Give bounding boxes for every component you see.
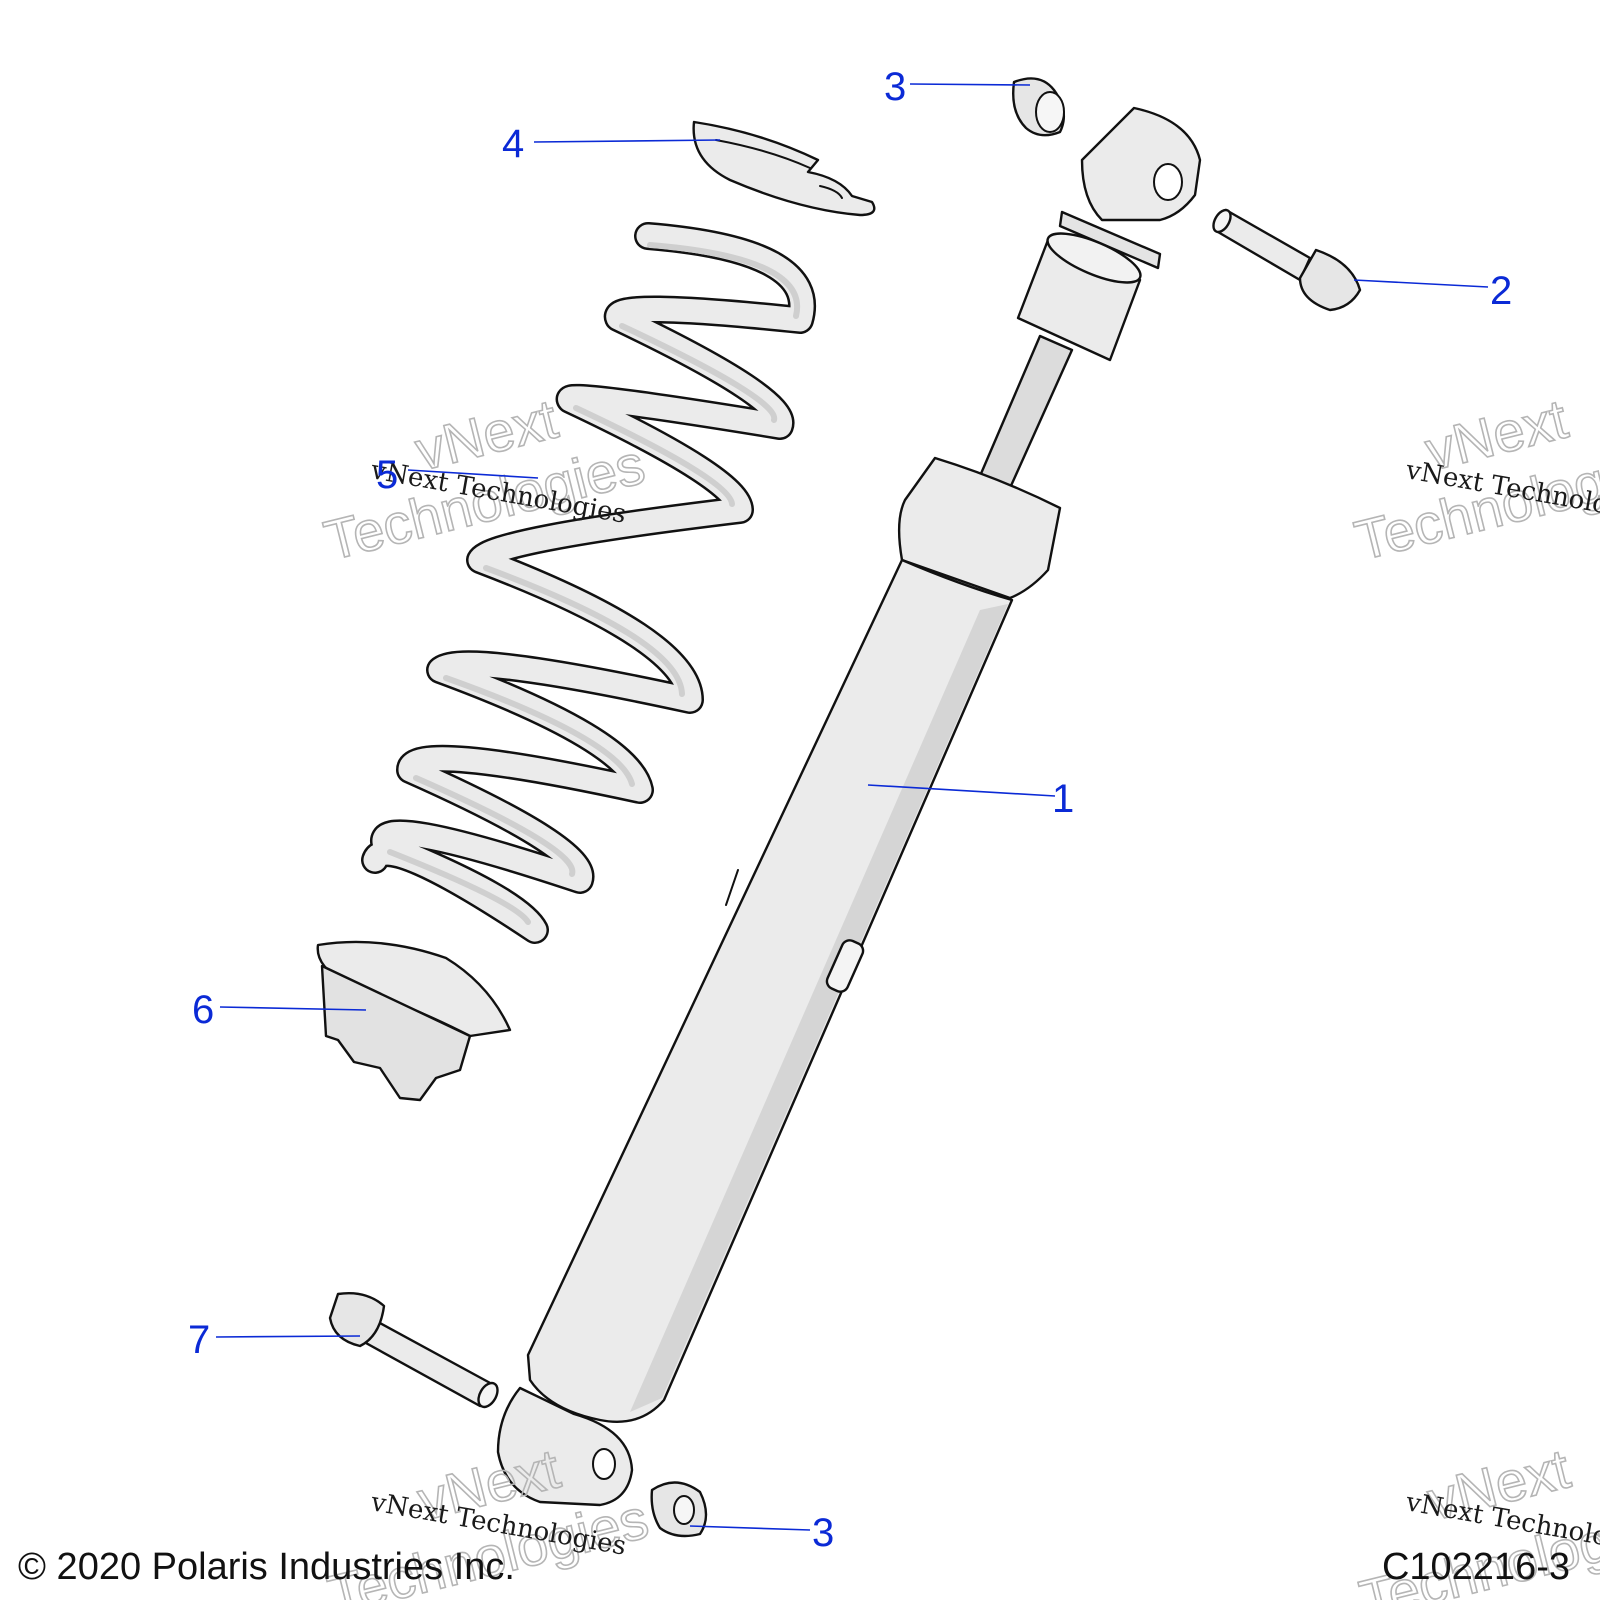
lower-mount-bolt — [328, 1292, 499, 1409]
shock-piston-rod — [978, 334, 1074, 490]
upper-bolt-shank — [1216, 208, 1312, 282]
shock-body-seam — [725, 869, 739, 906]
callout-number-2: 2 — [1490, 269, 1512, 313]
callout-3-lower[interactable]: 3 — [689, 1511, 834, 1555]
callout-3-upper[interactable]: 3 — [884, 65, 1031, 109]
callout-number-4: 4 — [502, 122, 524, 166]
upper-nut-face — [1035, 91, 1065, 133]
callout-1[interactable]: 1 — [867, 777, 1074, 821]
retainer-plate — [692, 120, 876, 217]
spring-coil-fill — [363, 224, 814, 942]
shock-upper-eye — [1080, 106, 1202, 222]
shock-top-cap-face — [1046, 232, 1142, 284]
shock-upper-washer — [1058, 210, 1162, 270]
seat-body — [320, 964, 472, 1102]
leader-line-2 — [1353, 279, 1489, 288]
diagram-code: C102216-3 — [1381, 1546, 1570, 1588]
lower-nut-face — [673, 1495, 695, 1525]
retainer-slot — [715, 139, 843, 199]
shock-body-shade — [630, 604, 1008, 1412]
shock-body-tab — [825, 939, 865, 993]
spring-coil-shadow — [387, 242, 801, 925]
coil-spring — [361, 222, 816, 944]
upper-nut — [1012, 77, 1066, 137]
leader-line-7 — [215, 1335, 361, 1338]
shock-main-body — [526, 558, 1014, 1423]
callout-7[interactable]: 7 — [188, 1318, 361, 1362]
lower-bolt-tip — [477, 1381, 499, 1409]
callout-number-3-lower: 3 — [812, 1511, 834, 1555]
callout-4[interactable]: 4 — [502, 122, 721, 166]
lower-spring-seat — [316, 940, 512, 1102]
callout-number-5: 5 — [376, 453, 398, 497]
callout-number-1: 1 — [1052, 777, 1074, 821]
copyright-notice: © 2020 Polaris Industries Inc. — [18, 1546, 515, 1588]
leader-line-3-upper — [909, 83, 1031, 86]
lower-nut — [650, 1481, 708, 1538]
upper-mount-bolt — [1212, 208, 1362, 312]
shock-body-collar — [897, 456, 1062, 600]
upper-bolt-head — [1298, 248, 1362, 312]
callout-number-6: 6 — [192, 988, 214, 1032]
leader-line-4 — [533, 139, 721, 143]
leader-line-3-lower — [689, 1525, 811, 1531]
callout-number-7: 7 — [188, 1318, 210, 1362]
shock-upper-eye-hole — [1153, 163, 1183, 201]
leader-line-1 — [867, 784, 1056, 797]
callout-2[interactable]: 2 — [1353, 269, 1512, 313]
upper-bolt-tip — [1212, 208, 1232, 234]
spring-coil-outline — [361, 222, 816, 944]
callout-6[interactable]: 6 — [192, 988, 367, 1032]
callout-5[interactable]: 5 — [376, 453, 539, 497]
shock-absorber — [496, 106, 1202, 1507]
leader-line-5 — [407, 469, 539, 479]
callout-number-3-upper: 3 — [884, 65, 906, 109]
leader-line-6 — [219, 1006, 367, 1011]
upper-spring-retainer — [692, 120, 876, 217]
shock-lower-eye-hole — [592, 1448, 616, 1480]
lower-bolt-head — [328, 1292, 386, 1348]
